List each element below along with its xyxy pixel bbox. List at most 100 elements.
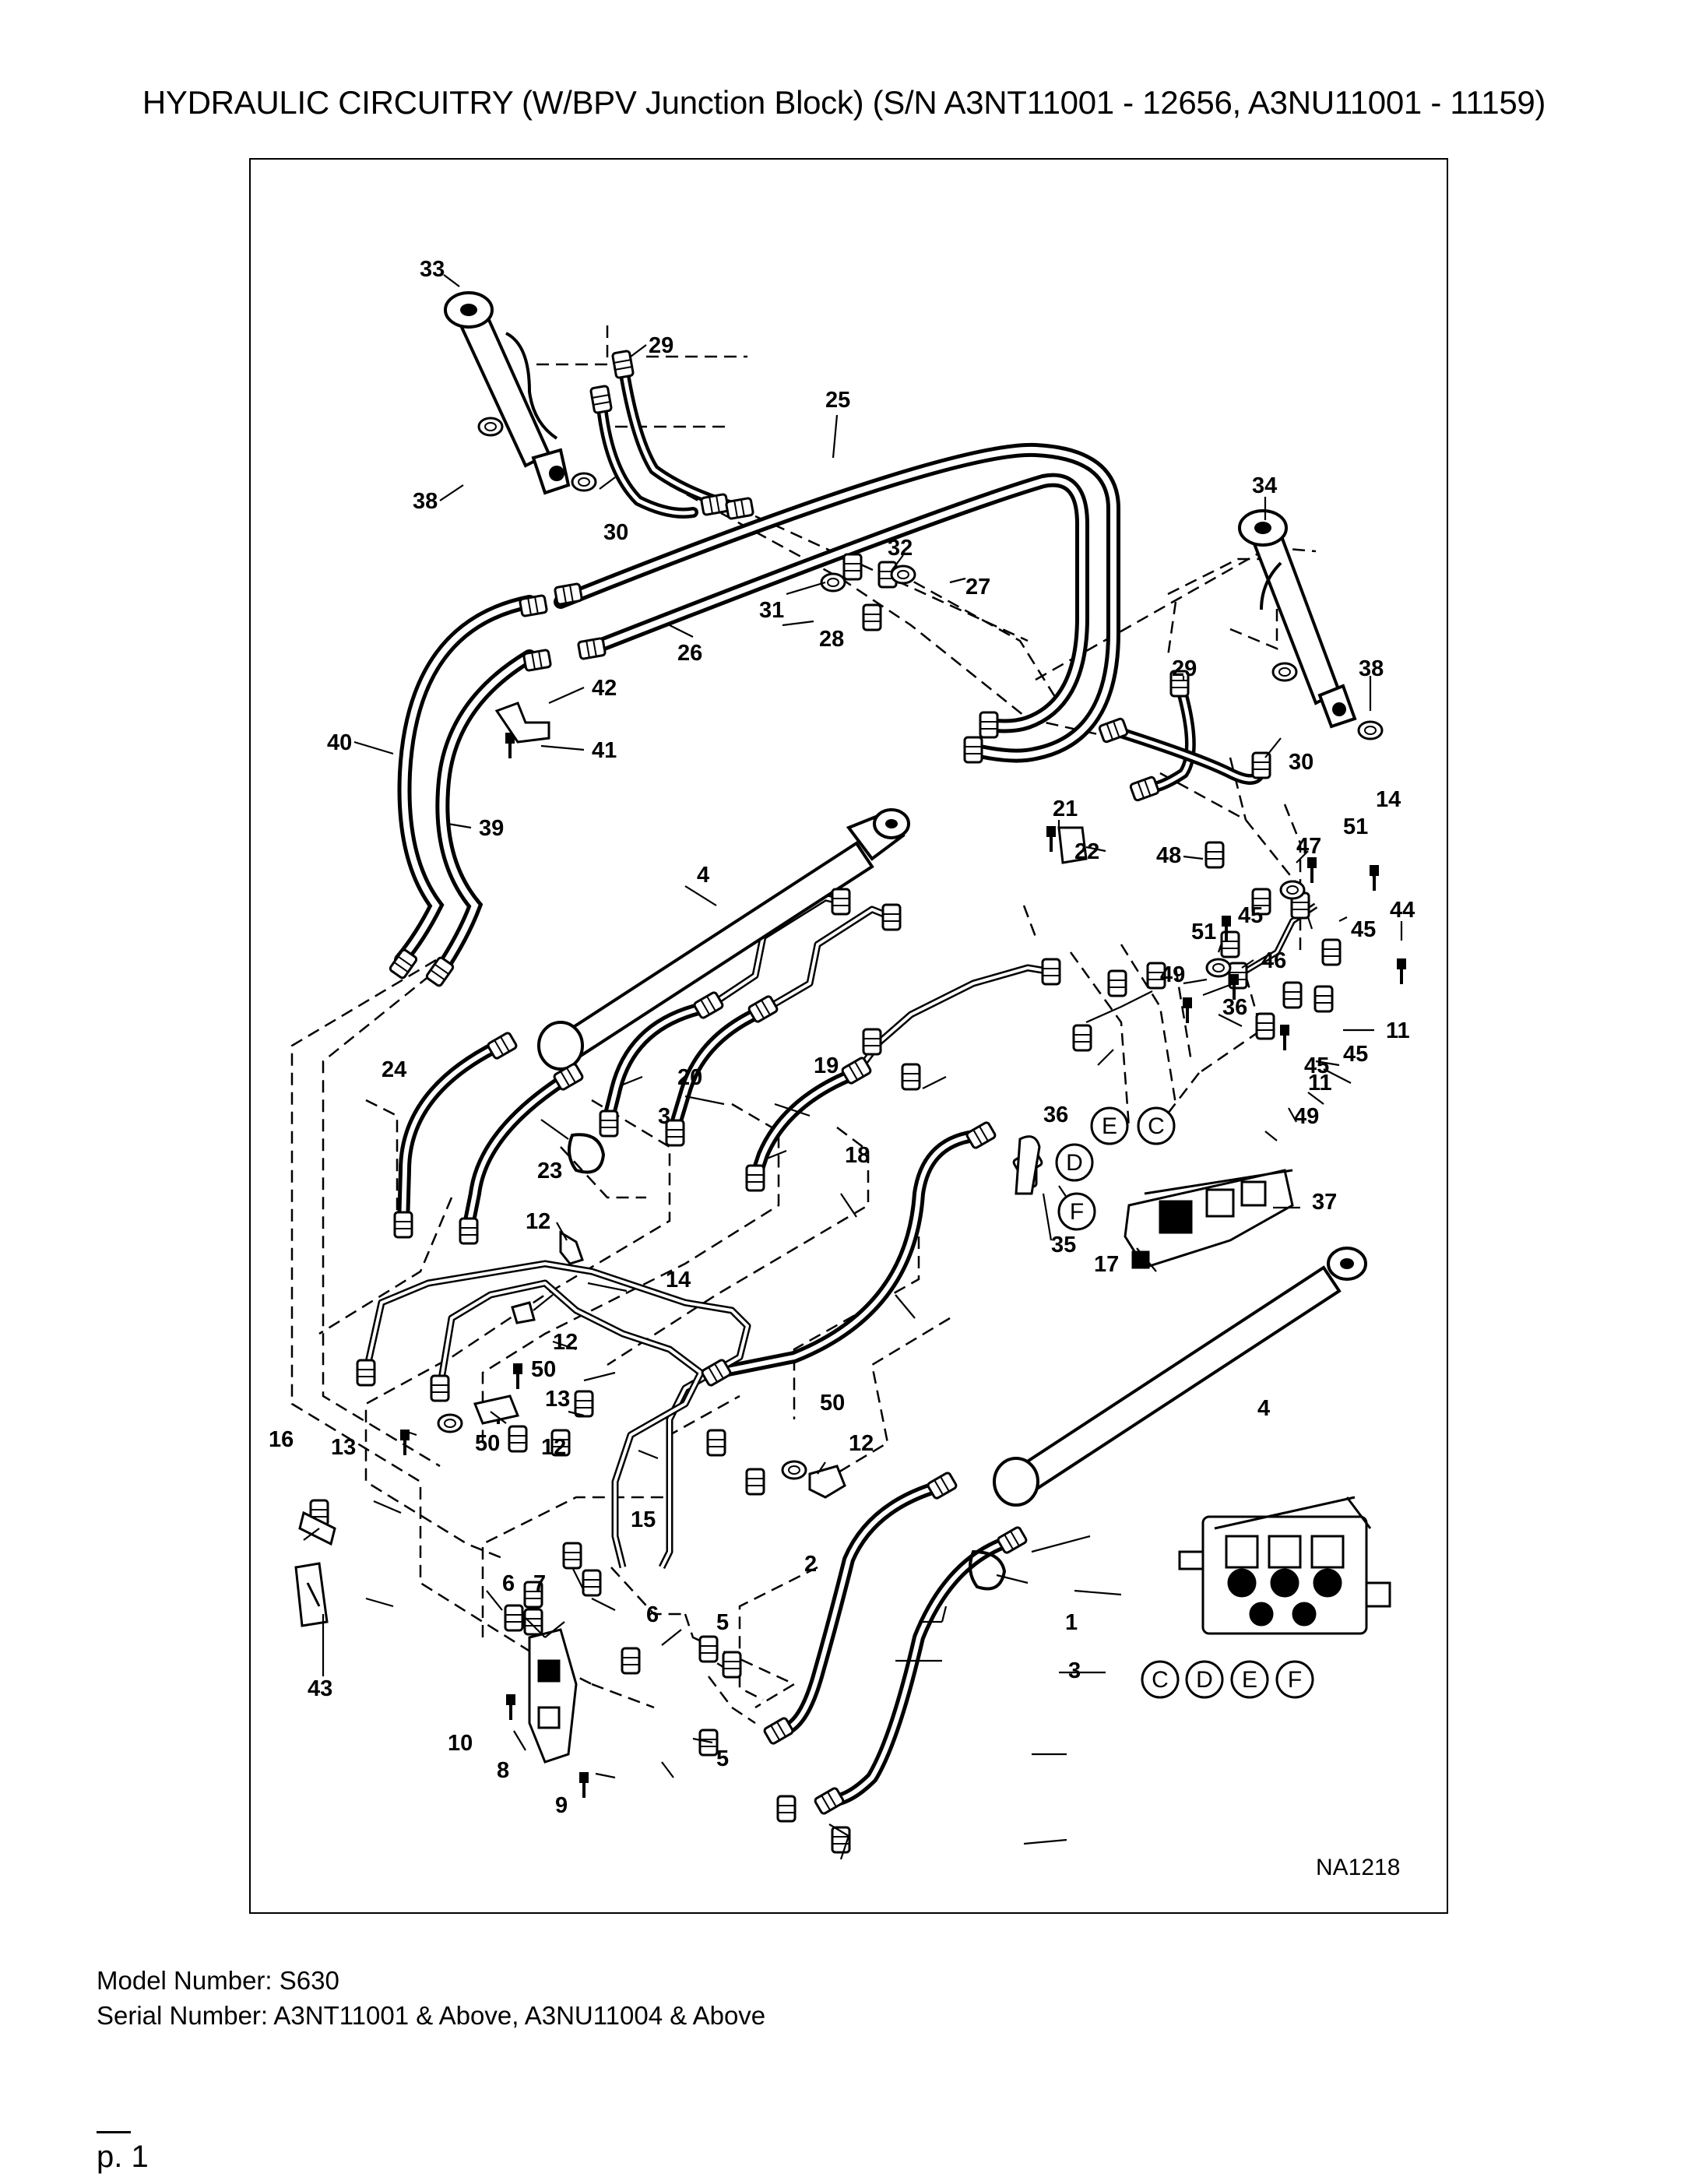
- page-number-rule: [97, 2131, 131, 2133]
- callout-50-c: 50: [475, 1431, 500, 1456]
- callout-7: 7: [533, 1571, 546, 1596]
- callout-40: 40: [327, 730, 352, 755]
- hose-2: [772, 1479, 948, 1737]
- callout-14: 14: [1376, 787, 1401, 812]
- callout-5-b: 5: [716, 1746, 729, 1771]
- callout-50-a: 50: [531, 1357, 556, 1382]
- port-tag-e: E: [1102, 1113, 1117, 1139]
- clamp-12-c: [808, 1465, 846, 1499]
- callout-15: 15: [631, 1507, 656, 1532]
- clamp-13: [473, 1394, 520, 1425]
- callout-36-b: 36: [1043, 1103, 1068, 1127]
- diagram-frame: [249, 158, 1448, 1914]
- callout-12-c: 12: [849, 1431, 874, 1456]
- callout-37: 37: [1312, 1190, 1337, 1215]
- callout-44: 44: [1390, 898, 1415, 923]
- callout-41: 41: [592, 738, 617, 763]
- callout-16: 16: [269, 1427, 294, 1452]
- callout-labels-final: 3 5 10 8 9 43 NA1218: [308, 1658, 1400, 1880]
- callout-labels: 33 29 25 3 4 38 30 32 27 31 28 2 6 29 38 3…: [269, 257, 1415, 1635]
- tilt-cylinder-lower: [993, 1247, 1367, 1507]
- page-title: HYDRAULIC CIRCUITRY (W/BPV Junction Bloc…: [142, 84, 1546, 121]
- callout-3-upper: 3: [658, 1104, 670, 1129]
- callout-11-b: 11: [1308, 1071, 1332, 1096]
- callout-25: 25: [825, 388, 850, 413]
- callout-38-right: 38: [1359, 656, 1384, 681]
- callout-6-b: 6: [646, 1602, 659, 1627]
- clamp-12-a: [559, 1230, 584, 1265]
- callout-2: 2: [804, 1552, 817, 1577]
- port-tags: C E D F C D E F: [1055, 1106, 1314, 1699]
- callout-30-right: 30: [1289, 750, 1313, 775]
- bracket-43: [294, 1562, 329, 1627]
- drawing-code: NA1218: [1316, 1855, 1400, 1880]
- lift-cylinder-34: [1238, 509, 1384, 740]
- detail-tag-f: F: [1288, 1667, 1302, 1693]
- callout-13-a: 13: [545, 1387, 570, 1412]
- port-tag-d: D: [1066, 1150, 1083, 1176]
- clamp-3-upper: [568, 1133, 606, 1174]
- callout-27: 27: [965, 575, 990, 600]
- callout-12-b: 12: [553, 1330, 578, 1355]
- callout-33: 33: [420, 257, 445, 282]
- callout-22: 22: [1074, 839, 1099, 864]
- callout-14-label: 14: [666, 1268, 691, 1292]
- callout-36-a: 36: [1222, 995, 1247, 1020]
- port-tag-c: C: [1148, 1113, 1165, 1139]
- callout-46: 46: [1261, 948, 1286, 973]
- callout-8: 8: [497, 1758, 509, 1783]
- callout-23: 23: [537, 1159, 562, 1183]
- callout-13-b: 13: [331, 1435, 356, 1460]
- hose-40: [394, 595, 536, 967]
- callout-45-c: 45: [1343, 1042, 1368, 1067]
- callout-38-left: 38: [413, 489, 438, 514]
- connector-35: [1015, 1135, 1041, 1195]
- tilt-cylinder-upper: [537, 808, 910, 1071]
- callout-47: 47: [1296, 834, 1321, 859]
- callout-29-top: 29: [649, 333, 673, 358]
- clamp-22: [1057, 826, 1088, 864]
- detail-tag-c: C: [1152, 1667, 1169, 1693]
- callout-29-right: 29: [1172, 656, 1197, 681]
- callout-10: 10: [448, 1731, 473, 1756]
- hose-1: [823, 1534, 1018, 1807]
- callout-1: 1: [1065, 1610, 1078, 1635]
- lift-cylinder-33: [444, 291, 597, 495]
- callout-32: 32: [888, 536, 913, 561]
- callout-28: 28: [819, 627, 844, 652]
- tube-15: [436, 1279, 705, 1569]
- callout-6-a: 6: [502, 1571, 515, 1596]
- callout-5-a: 5: [716, 1610, 729, 1635]
- callout-3-lower-text: 3: [1068, 1658, 1081, 1683]
- detail-tag-e: E: [1242, 1667, 1257, 1693]
- callout-30-top: 30: [603, 520, 628, 545]
- callout-9: 9: [555, 1793, 568, 1818]
- hose-23: [461, 1071, 575, 1239]
- callout-51-top: 51: [1343, 814, 1368, 839]
- serial-number: Serial Number: A3NT11001 & Above, A3NU11…: [97, 2001, 766, 2030]
- callout-39: 39: [479, 816, 504, 841]
- control-valve-37: [1124, 1169, 1294, 1269]
- hydraulic-diagram: C E D F C D E F 33 29 25 3 4 38 30 32 27 …: [269, 257, 1415, 1880]
- tube-14: [362, 1260, 751, 1570]
- clamp-3-lower: [969, 1549, 1007, 1591]
- callout-4-lower: 4: [1257, 1396, 1270, 1421]
- callout-17: 17: [1094, 1252, 1119, 1277]
- callout-42: 42: [592, 676, 617, 701]
- port-tag-f: F: [1070, 1199, 1084, 1225]
- callout-43: 43: [308, 1676, 332, 1701]
- callout-12-d: 12: [541, 1435, 566, 1460]
- callout-31: 31: [759, 598, 784, 623]
- valve-detail-view: [1178, 1496, 1391, 1635]
- clamp-42: [494, 702, 550, 744]
- callout-11-a: 11: [1386, 1018, 1410, 1043]
- junction-block: [528, 1628, 578, 1764]
- callout-51-mid: 51: [1191, 920, 1216, 944]
- callout-24: 24: [382, 1057, 406, 1082]
- dashed-routing-lines: [290, 325, 1317, 1725]
- callout-48: 48: [1156, 843, 1181, 868]
- clamp-12-b: [511, 1301, 536, 1324]
- callout-49-top: 49: [1160, 962, 1185, 987]
- model-number: Model Number: S630: [97, 1966, 339, 1995]
- fitting-16: [298, 1511, 336, 1546]
